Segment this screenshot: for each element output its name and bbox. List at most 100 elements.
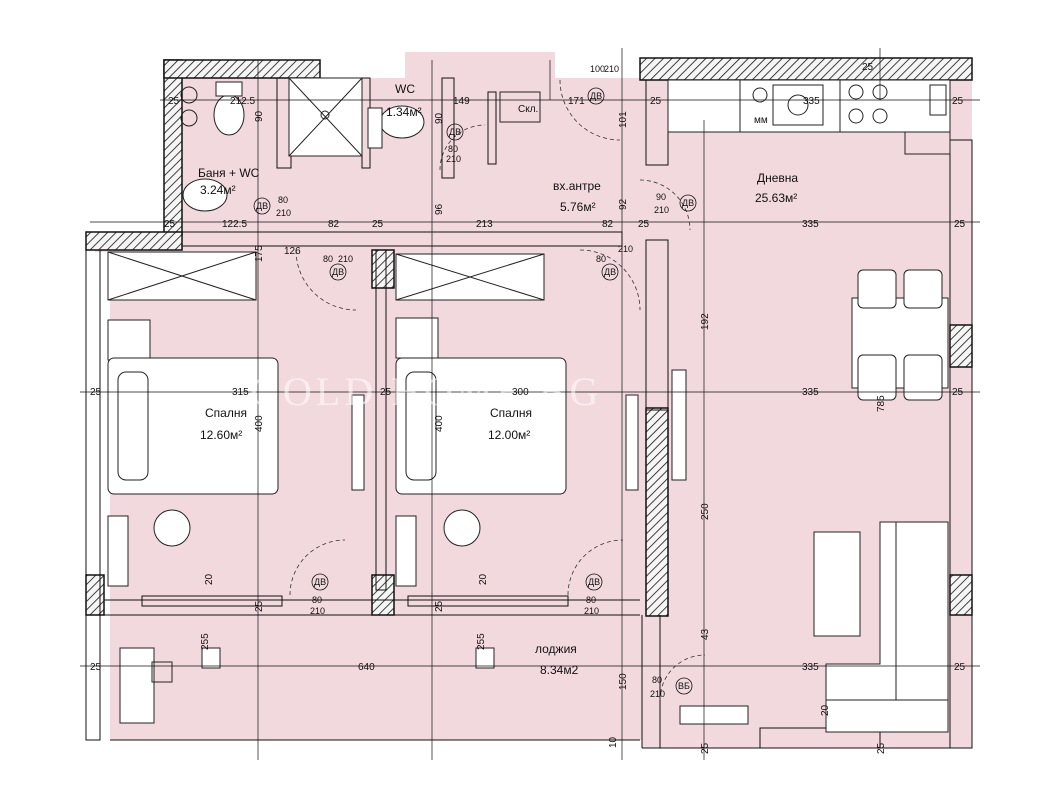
dim-top-3: 171 bbox=[568, 96, 585, 107]
kitchen-appliance-label: мм bbox=[754, 115, 768, 126]
hall-name: вх.антре bbox=[553, 179, 601, 193]
svg-text:80: 80 bbox=[596, 254, 606, 264]
wc-area: 1.34м² bbox=[386, 105, 422, 119]
dim-top-5: 25 bbox=[650, 96, 662, 107]
dim-v-12: 150 bbox=[618, 673, 629, 690]
svg-text:80: 80 bbox=[278, 195, 288, 205]
bath-name: Баня + WC bbox=[198, 166, 260, 180]
dim-mid-2: 82 bbox=[328, 219, 340, 230]
svg-text:80: 80 bbox=[586, 595, 596, 605]
living-name: Дневна bbox=[757, 171, 798, 185]
dim-mid-1: 122.5 bbox=[222, 219, 247, 230]
svg-text:ДВ: ДВ bbox=[682, 198, 694, 208]
svg-text:ДВ: ДВ bbox=[604, 267, 616, 277]
svg-text:ДВ: ДВ bbox=[588, 577, 600, 587]
door-tag-living: ДВ 90 210 bbox=[654, 192, 697, 215]
kitchen-counter: мм bbox=[667, 79, 951, 155]
loggia-area: 8.34м2 bbox=[540, 663, 579, 677]
dim-mid-8: 25 bbox=[954, 219, 966, 230]
svg-text:ДВ: ДВ bbox=[590, 91, 602, 101]
door-tag-loggia2: ДВ 80 210 bbox=[584, 573, 603, 616]
svg-text:ВБ: ВБ bbox=[678, 681, 690, 691]
dim-v-1: 90 bbox=[254, 110, 265, 122]
svg-text:80: 80 bbox=[448, 144, 458, 154]
bathroom-fixtures bbox=[180, 77, 541, 212]
dim-bed-3: 335 bbox=[802, 387, 819, 398]
dim-top-2: 149 bbox=[453, 96, 470, 107]
dim-v-18: 25 bbox=[254, 600, 265, 612]
dim-bed-2: 300 bbox=[512, 387, 529, 398]
room-labels: Баня + WC 3.24м² WC 1.34м² Скл. вх.антре… bbox=[198, 82, 798, 677]
dim-v-7: 400 bbox=[254, 415, 265, 432]
dim-mid-3: 213 bbox=[476, 219, 493, 230]
living-area: 25.63м² bbox=[755, 191, 797, 205]
exterior-walls bbox=[85, 57, 973, 617]
svg-text:210: 210 bbox=[276, 208, 291, 218]
dim-loggia-3: 25 bbox=[90, 662, 102, 673]
dim-v-13: 255 bbox=[200, 633, 211, 650]
svg-text:ДВ: ДВ bbox=[449, 127, 461, 137]
svg-text:ДВ: ДВ bbox=[314, 577, 326, 587]
dim-v-19: 25 bbox=[434, 600, 445, 612]
svg-text:ДВ: ДВ bbox=[256, 201, 268, 211]
svg-text:210: 210 bbox=[338, 254, 353, 264]
dim-top-4: 335 bbox=[803, 96, 820, 107]
door-tag-bed1: ДВ 80 210 bbox=[323, 254, 353, 281]
watermark: GOLD HOME BG bbox=[250, 369, 602, 414]
door-tag-bath: ДВ 80 210 bbox=[253, 195, 291, 218]
dim-v-15: 20 bbox=[204, 573, 215, 585]
dim-mid-6: 25 bbox=[372, 219, 384, 230]
door-tag-living-balcony: ВБ 80 210 bbox=[650, 675, 693, 699]
svg-text:80: 80 bbox=[312, 595, 322, 605]
dim-v-20: 25 bbox=[700, 742, 711, 754]
svg-text:210: 210 bbox=[584, 606, 599, 616]
dim-v-22: 25 bbox=[876, 742, 887, 754]
bed2-area: 12.00м² bbox=[488, 428, 530, 442]
bed1-name: Спалня bbox=[205, 406, 247, 420]
svg-text:210: 210 bbox=[446, 154, 461, 164]
dim-bed-5: 25 bbox=[380, 387, 392, 398]
door-tags: ДВ 80 210 ДВ 80 210 ДВ 100 210 ДВ 90 210… bbox=[253, 64, 697, 699]
door-swings bbox=[289, 79, 706, 701]
dim-v-4: 101 bbox=[618, 111, 629, 128]
dim-bed-6: 25 bbox=[952, 387, 964, 398]
dim-bed-4: 25 bbox=[90, 387, 102, 398]
dim-v-23: 175 bbox=[254, 245, 265, 262]
door-tag-bed2: ДВ 80 210 bbox=[596, 244, 633, 281]
dim-loggia-1: 640 bbox=[358, 662, 375, 673]
svg-text:210: 210 bbox=[618, 244, 633, 254]
wc-name: WC bbox=[395, 82, 415, 96]
dim-mid-9: 126 bbox=[284, 246, 301, 257]
svg-text:90: 90 bbox=[656, 192, 666, 202]
svg-text:80: 80 bbox=[323, 254, 333, 264]
svg-text:100: 100 bbox=[590, 64, 605, 74]
dim-v-8: 400 bbox=[434, 415, 445, 432]
dim-v-16: 20 bbox=[478, 573, 489, 585]
door-tag-wc: ДВ 80 210 bbox=[446, 123, 464, 164]
bath-area: 3.24м² bbox=[200, 183, 236, 197]
storage-name: Скл. bbox=[518, 104, 538, 115]
dim-v-2: 96 bbox=[434, 203, 445, 215]
dim-top-7: 25 bbox=[168, 96, 180, 107]
dim-v-17: 20 bbox=[820, 704, 831, 716]
dim-bed-1: 315 bbox=[232, 387, 249, 398]
door-tag-loggia1: ДВ 80 210 bbox=[310, 573, 329, 616]
svg-text:ДВ: ДВ bbox=[332, 267, 344, 277]
dim-mid-4: 82 bbox=[602, 219, 614, 230]
loggia-items bbox=[119, 647, 749, 725]
loggia-name: лоджия bbox=[535, 642, 577, 656]
bed1-area: 12.60м² bbox=[200, 428, 242, 442]
living-furniture bbox=[813, 269, 949, 733]
dim-top-8: 25 bbox=[862, 62, 874, 73]
dim-v-9: 785 bbox=[876, 395, 887, 412]
svg-text:210: 210 bbox=[310, 606, 325, 616]
dim-mid-10: 25 bbox=[164, 219, 176, 230]
dim-mid-5: 335 bbox=[802, 219, 819, 230]
dim-loggia-2: 335 bbox=[802, 662, 819, 673]
dim-v-21: 10 bbox=[608, 736, 619, 748]
dim-loggia-4: 25 bbox=[954, 662, 966, 673]
dim-v-3: 90 bbox=[434, 112, 445, 124]
dim-top-6: 25 bbox=[952, 96, 964, 107]
dim-top-1: 212.5 bbox=[230, 96, 255, 107]
